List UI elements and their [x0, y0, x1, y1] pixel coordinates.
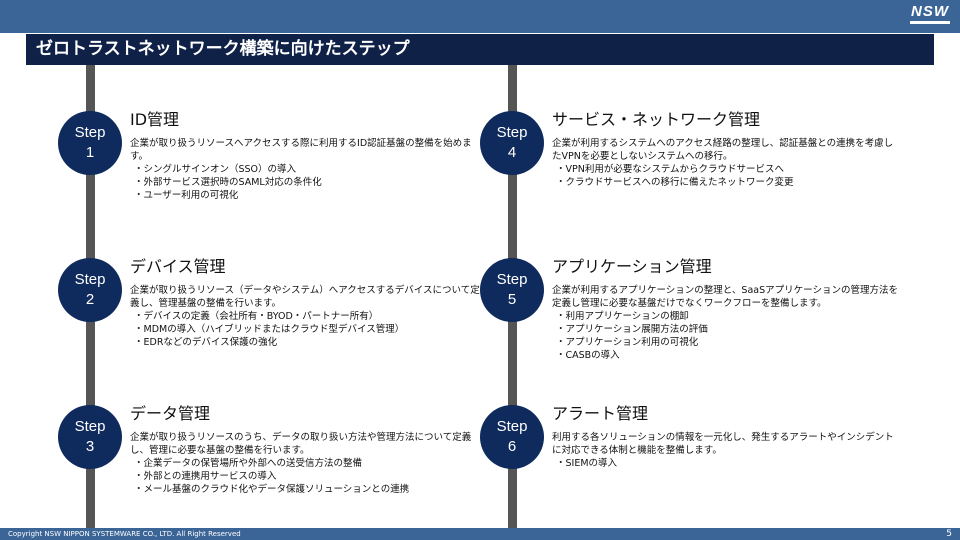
step-label: Step: [496, 271, 528, 288]
step-circle-1: Step 1: [58, 111, 122, 175]
step-items: ・デバイスの定義（会社所有・BYOD・パートナー所有） ・MDMの導入（ハイブリッ…: [130, 310, 480, 349]
step-description: 企業が利用するシステムへのアクセス経路の整理し、認証基盤との連携を考慮したVPN…: [552, 138, 894, 162]
step-circle-3: Step 3: [58, 405, 122, 469]
step-description: 企業が取り扱うリソースへアクセスする際に利用するID認証基盤の整備を始めます。: [130, 138, 472, 162]
step-block-2: デバイス管理企業が取り扱うリソース（データやシステム）へアクセスするデバイスにつ…: [130, 256, 480, 349]
step-label: Step: [74, 418, 106, 435]
step-items: ・企業データの保管場所や外部への送受信方法の整備・外部との連携用サービスの導入・…: [130, 457, 480, 496]
step-description: 企業が利用するアプリケーションの整理と、SaaSアプリケーションの管理方法を定義…: [552, 285, 898, 309]
step-item: ・アプリケーション利用の可視化: [556, 337, 699, 348]
step-heading: デバイス管理: [130, 257, 226, 276]
step-heading: データ管理: [130, 404, 211, 423]
step-description: 企業が取り扱うリソース（データやシステム）へアクセスするデバイスについて定義し、…: [130, 285, 480, 309]
step-block-5: アプリケーション管理企業が利用するアプリケーションの整理と、SaaSアプリケーシ…: [552, 256, 902, 362]
step-item: ・デバイスの定義（会社所有・BYOD・パートナー所有）: [134, 311, 379, 322]
step-items: ・VPN利用が必要なシステムからクラウドサービスへ・クラウドサービスへの移行に備…: [552, 163, 902, 189]
step-number: 1: [85, 144, 95, 161]
step-block-3: データ管理企業が取り扱うリソースのうち、データの取り扱い方法や管理方法について定…: [130, 403, 480, 496]
step-block-4: サービス・ネットワーク管理企業が利用するシステムへのアクセス経路の整理し、認証基…: [552, 109, 902, 189]
step-item: ・利用アプリケーションの棚卸: [556, 311, 689, 322]
step-label: Step: [74, 124, 106, 141]
step-label: Step: [496, 124, 528, 141]
page-title: ゼロトラストネットワーク構築に向けたステップ: [26, 34, 934, 65]
step-description: 企業が取り扱うリソースのうち、データの取り扱い方法や管理方法について定義し、管理…: [130, 432, 472, 456]
step-block-6: アラート管理利用する各ソリューションの情報を一元化し、発生するアラートやインシデ…: [552, 403, 902, 470]
step-number: 6: [507, 438, 517, 455]
step-item: ・クラウドサービスへの移行に備えたネットワーク変更: [556, 177, 794, 188]
step-item: ・SIEMの導入: [556, 458, 618, 469]
step-heading: ID管理: [130, 110, 180, 129]
nsw-logo: NSW: [910, 4, 950, 24]
step-item: ・シングルサインオン（SSO）の導入: [134, 164, 297, 175]
step-item: ・VPN利用が必要なシステムからクラウドサービスへ: [556, 164, 785, 175]
top-band: NSW: [0, 0, 960, 33]
step-items: ・シングルサインオン（SSO）の導入・外部サービス選択時のSAML対応の条件化・…: [130, 163, 480, 202]
step-item: ・EDRなどのデバイス保護の強化: [134, 337, 278, 348]
step-block-1: ID管理企業が取り扱うリソースへアクセスする際に利用するID認証基盤の整備を始め…: [130, 109, 480, 202]
step-item: ・メール基盤のクラウド化やデータ保護ソリューションとの連携: [134, 484, 410, 495]
step-item: ・CASBの導入: [556, 350, 620, 361]
step-circle-5: Step 5: [480, 258, 544, 322]
step-heading: アプリケーション管理: [552, 257, 712, 276]
step-item: ・MDMの導入（ハイブリッドまたはクラウド型デバイス管理）: [134, 324, 405, 335]
logo-subtext: [910, 21, 950, 24]
step-circle-2: Step 2: [58, 258, 122, 322]
step-item: ・外部サービス選択時のSAML対応の条件化: [134, 177, 322, 188]
step-items: ・SIEMの導入: [552, 457, 902, 470]
step-number: 3: [85, 438, 95, 455]
step-item: ・ユーザー利用の可視化: [134, 190, 239, 201]
step-number: 2: [85, 291, 95, 308]
step-label: Step: [74, 271, 106, 288]
copyright: Copyright NSW NIPPON SYSTEMWARE CO., LTD…: [0, 528, 960, 540]
step-circle-4: Step 4: [480, 111, 544, 175]
logo-text: NSW: [911, 3, 949, 20]
step-circle-6: Step 6: [480, 405, 544, 469]
page-number: 5: [946, 529, 952, 539]
step-description: 利用する各ソリューションの情報を一元化し、発生するアラートやインシデントに対応で…: [552, 432, 894, 456]
step-number: 4: [507, 144, 517, 161]
step-item: ・企業データの保管場所や外部への送受信方法の整備: [134, 458, 363, 469]
step-number: 5: [507, 291, 517, 308]
step-items: ・利用アプリケーションの棚卸・アプリケーション展開方法の評価・アプリケーション利…: [552, 310, 902, 362]
step-item: ・アプリケーション展開方法の評価: [556, 324, 708, 335]
step-item: ・外部との連携用サービスの導入: [134, 471, 277, 482]
step-heading: アラート管理: [552, 404, 649, 423]
step-heading: サービス・ネットワーク管理: [552, 110, 761, 129]
step-label: Step: [496, 418, 528, 435]
